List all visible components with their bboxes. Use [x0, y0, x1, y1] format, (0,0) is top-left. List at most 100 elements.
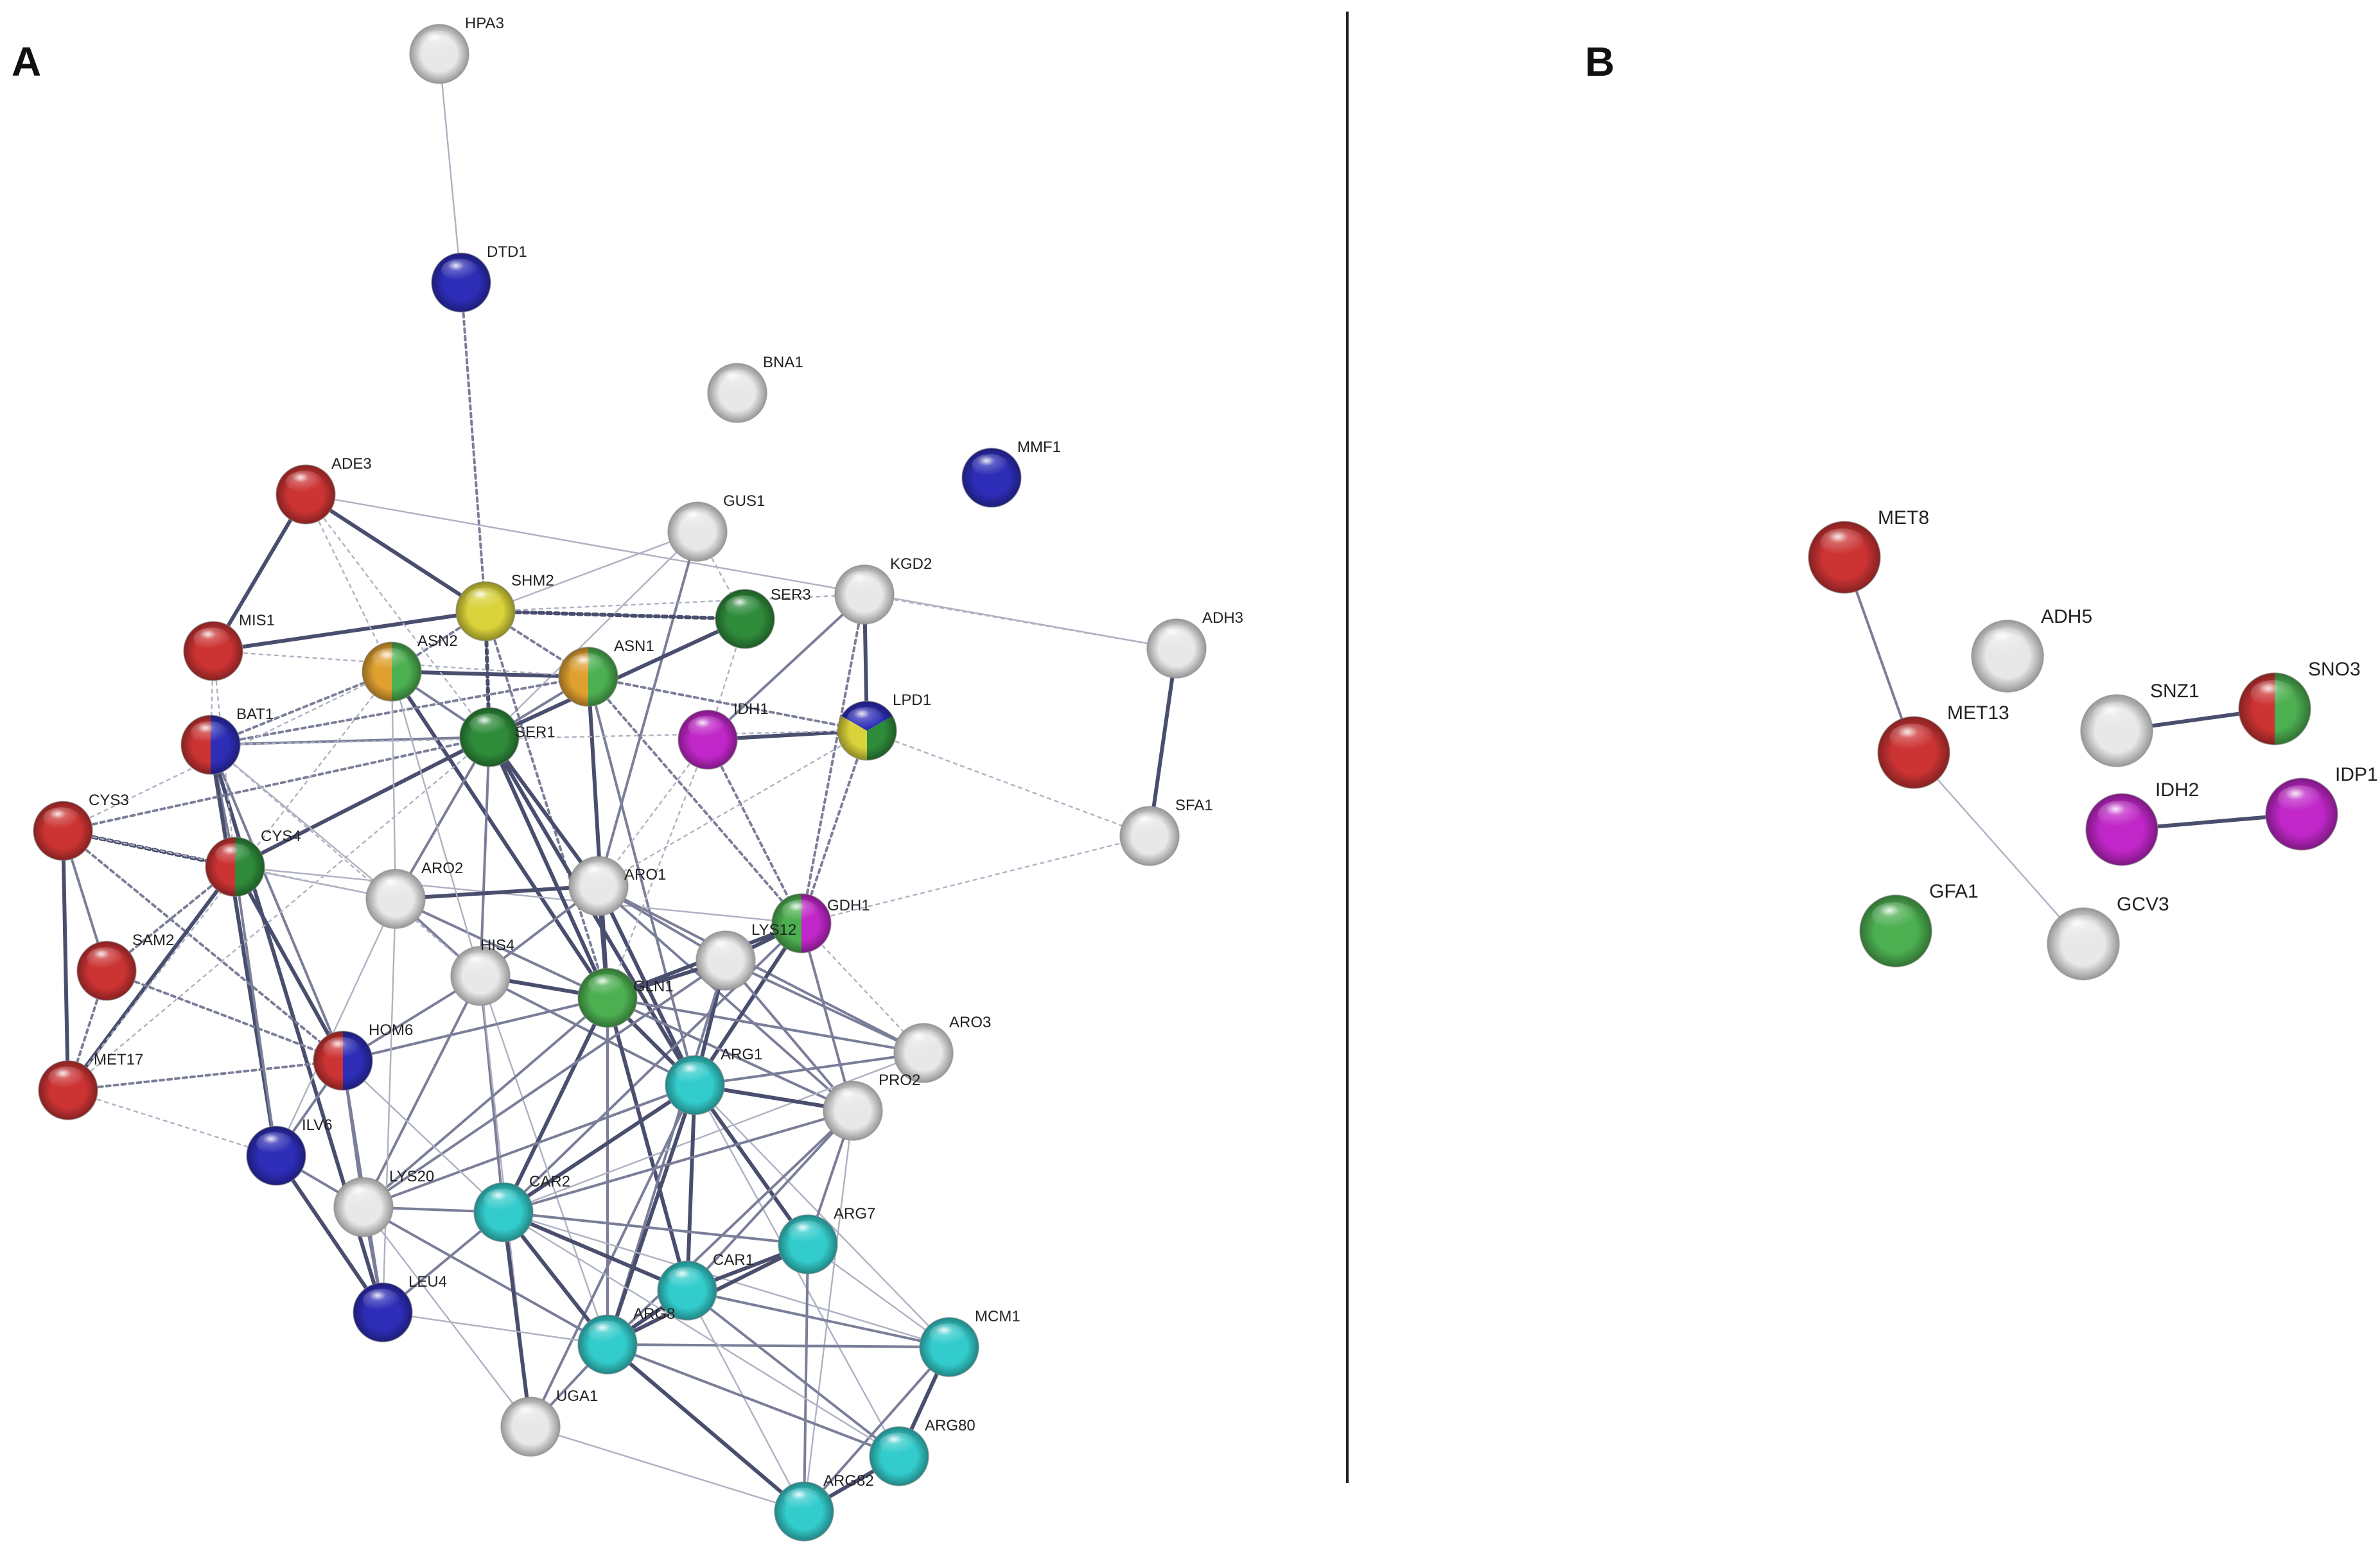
node-gdh1[interactable]: GDH1: [742, 864, 870, 982]
node-ser3[interactable]: SER3: [715, 586, 811, 649]
node-car2[interactable]: CAR2: [473, 1173, 570, 1242]
edge-adh3-sfa1: [1148, 647, 1178, 838]
node-rim: [657, 1260, 717, 1321]
edge-met13-gcv3: [1912, 751, 2085, 945]
node-lys12[interactable]: LYS12: [696, 921, 796, 991]
edge-cys3-met17: [61, 829, 70, 1092]
node-sfa1[interactable]: SFA1: [1119, 797, 1213, 866]
node-snz1[interactable]: SNZ1: [2080, 681, 2200, 767]
node-idh1[interactable]: IDH1: [678, 700, 769, 770]
node-label: CAR1: [713, 1251, 754, 1269]
node-aro3[interactable]: ARO3: [893, 1014, 991, 1083]
node-label: GFA1: [1929, 881, 1979, 902]
node-gfa1[interactable]: GFA1: [1859, 881, 1979, 968]
node-rim: [715, 589, 775, 649]
node-rim: [276, 464, 336, 525]
node-adh5[interactable]: ADH5: [1971, 606, 2092, 693]
node-mmf1[interactable]: MMF1: [961, 439, 1061, 508]
node-mcm1[interactable]: MCM1: [919, 1308, 1020, 1377]
node-gloss: [48, 1066, 85, 1090]
node-aro2[interactable]: ARO2: [365, 860, 463, 929]
node-gloss: [215, 843, 252, 866]
node-idp1[interactable]: IDP1: [2265, 764, 2378, 851]
edge-his4-lys20: [362, 975, 482, 1208]
node-gln1[interactable]: GLN1: [577, 968, 674, 1028]
node-asn2[interactable]: ASN2: [333, 613, 458, 731]
node-met17[interactable]: MET17: [38, 1051, 143, 1120]
node-gloss: [43, 807, 80, 830]
node-rim: [365, 869, 426, 929]
node-adh3[interactable]: ADH3: [1146, 609, 1243, 679]
node-arg82[interactable]: ARG82: [774, 1472, 874, 1542]
node-bna1[interactable]: BNA1: [707, 354, 803, 423]
node-gloss: [460, 952, 498, 975]
node-gloss: [784, 1488, 821, 1511]
node-ser1[interactable]: SER1: [459, 707, 556, 767]
edge-arg8-arg80: [606, 1343, 900, 1457]
edge-gln1-car2: [502, 996, 609, 1214]
node-label: HIS4: [480, 937, 514, 954]
node-gloss: [706, 937, 743, 960]
edge-car1-arg82: [686, 1289, 805, 1513]
node-gloss: [1130, 812, 1167, 835]
node-gus1[interactable]: GUS1: [667, 492, 765, 562]
node-hpa3[interactable]: HPA3: [409, 15, 504, 84]
node-label: PRO2: [879, 1072, 920, 1089]
node-bat1[interactable]: BAT1: [152, 686, 274, 804]
node-gcv3[interactable]: GCV3: [2047, 894, 2169, 980]
node-arg8[interactable]: ARG8: [577, 1305, 675, 1375]
edge-hom6-car2: [342, 1059, 505, 1213]
node-car1[interactable]: CAR1: [657, 1251, 754, 1321]
node-met8[interactable]: MET8: [1808, 507, 1929, 594]
node-arg1[interactable]: ARG1: [665, 1046, 762, 1115]
edge-ade3-mis1: [211, 492, 308, 653]
node-sam2[interactable]: SAM2: [76, 932, 174, 1001]
edge-car2-car1: [502, 1210, 689, 1292]
node-label: MCM1: [975, 1308, 1020, 1325]
node-kgd2[interactable]: KGD2: [834, 555, 932, 625]
node-lys20[interactable]: LYS20: [333, 1168, 434, 1237]
node-his4[interactable]: HIS4: [450, 937, 514, 1006]
node-hom6[interactable]: HOM6: [284, 1002, 413, 1120]
node-shm2[interactable]: SHM2: [455, 572, 554, 641]
node-idh2[interactable]: IDH2: [2085, 779, 2199, 866]
node-rim: [1119, 806, 1180, 866]
node-leu4[interactable]: LEU4: [353, 1273, 447, 1343]
edge-cys4-ser1: [233, 735, 491, 869]
node-aro1[interactable]: ARO1: [568, 856, 666, 916]
node-rim: [473, 1182, 534, 1242]
node-label: ARG1: [721, 1046, 762, 1063]
node-rim: [1859, 894, 1932, 968]
edge-ser1-gln1: [487, 735, 609, 1000]
node-ade3[interactable]: ADE3: [276, 455, 372, 525]
edge-ser3-idh1: [706, 618, 746, 741]
edge-lys20-arg8: [362, 1206, 609, 1346]
node-asn1[interactable]: ASN1: [529, 618, 654, 736]
node-uga1[interactable]: UGA1: [500, 1387, 598, 1457]
edge-sam2-hom6: [105, 970, 344, 1062]
node-label: ARG7: [834, 1205, 875, 1222]
node-cys4[interactable]: CYS4: [176, 808, 301, 926]
node-arg80[interactable]: ARG80: [869, 1417, 976, 1486]
edge-shm2-gln1: [484, 610, 609, 999]
node-lpd1[interactable]: LPD1: [808, 672, 931, 790]
node-label: CYS4: [261, 828, 301, 845]
node-mis1[interactable]: MIS1: [183, 612, 275, 681]
node-label: BAT1: [236, 706, 274, 723]
node-dtd1[interactable]: DTD1: [431, 243, 527, 313]
edge-asn1-gdh1: [587, 675, 803, 925]
node-pro2[interactable]: PRO2: [823, 1072, 920, 1141]
node-met13[interactable]: MET13: [1877, 702, 2009, 789]
edge-met17-hom6: [67, 1059, 344, 1092]
node-rim: [2080, 694, 2153, 767]
edge-gdh1-arg1: [693, 921, 803, 1087]
edge-hpa3-dtd1: [438, 53, 462, 284]
node-rim: [313, 1031, 373, 1091]
node-cys3[interactable]: CYS3: [33, 792, 129, 861]
node-gloss: [484, 1188, 521, 1212]
node-sno3[interactable]: SNO3: [2203, 637, 2361, 781]
node-ilv6[interactable]: ILV6: [246, 1117, 333, 1186]
node-arg7[interactable]: ARG7: [778, 1205, 875, 1274]
edge-aro3-car2: [502, 1052, 925, 1213]
